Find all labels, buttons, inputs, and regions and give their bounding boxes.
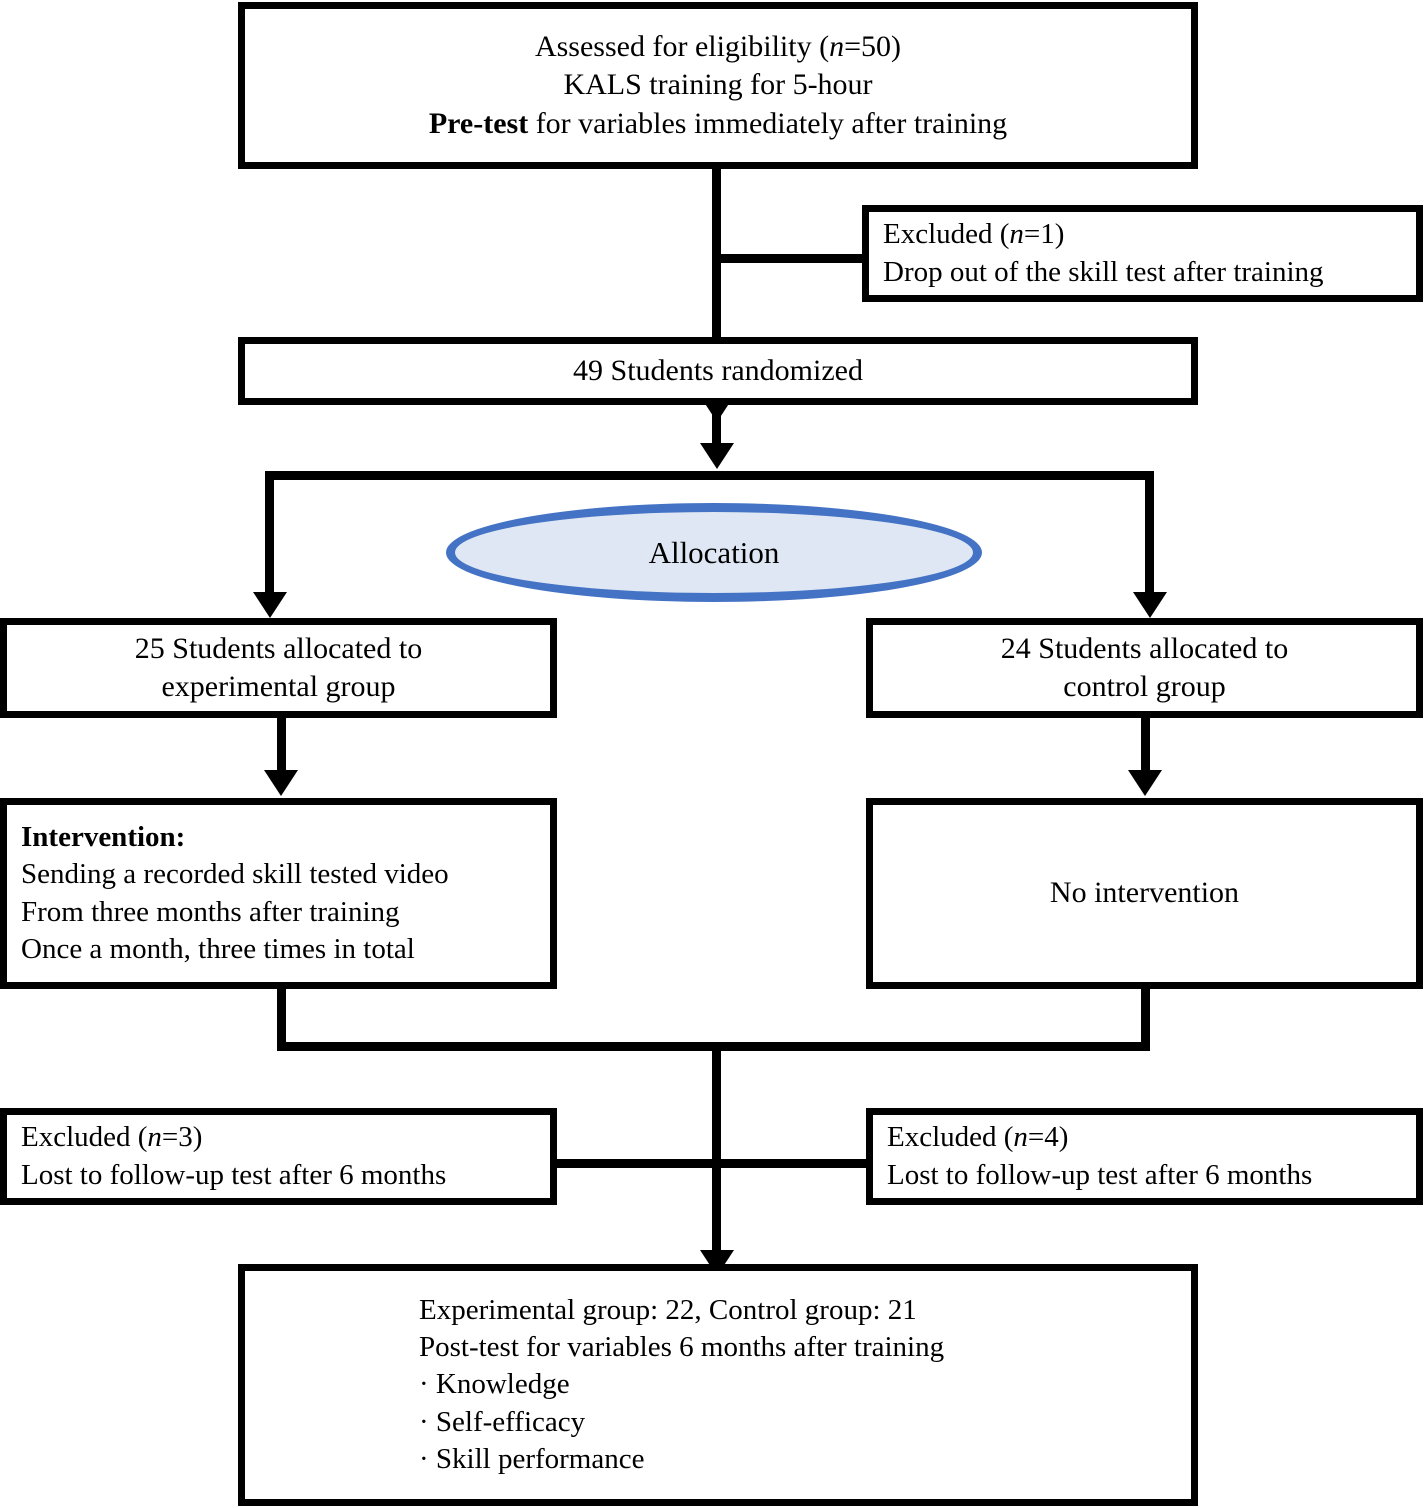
- connector-intervention-down: [277, 989, 286, 1047]
- excluded-top-line-2: Drop out of the skill test after trainin…: [883, 255, 1324, 288]
- randomized-label: 49 Students randomized: [573, 353, 863, 387]
- connector-allocation-left-drop: [265, 471, 274, 599]
- arrowhead-into-intervention: [264, 770, 298, 796]
- node-intervention: Intervention: Sending a recorded skill t…: [0, 798, 557, 989]
- node-control-allocation: 24 Students allocated to control group: [866, 618, 1423, 718]
- excluded-right-suffix: =4): [1027, 1121, 1069, 1154]
- connector-no-intervention-down: [1141, 989, 1150, 1047]
- eligibility-pretest-bold: Pre-test: [428, 106, 529, 140]
- excluded-top-suffix: =1): [1023, 218, 1065, 251]
- allocation-label: Allocation: [648, 534, 780, 570]
- connector-randomized-down: [712, 405, 721, 453]
- node-experimental-allocation: 25 Students allocated to experimental gr…: [0, 618, 557, 718]
- node-no-intervention: No intervention: [866, 798, 1423, 989]
- eligibility-line-1-suffix: =50): [844, 29, 902, 63]
- excluded-left-line-2: Lost to follow-up test after 6 months: [21, 1158, 447, 1191]
- experimental-alloc-line-2: experimental group: [161, 670, 396, 703]
- node-excluded-left: Excluded (n=3) Lost to follow-up test af…: [0, 1108, 557, 1205]
- eligibility-line-1-prefix: Assessed for eligibility (: [534, 29, 830, 63]
- analysis-line-1: Experimental group: 22, Control group: 2…: [419, 1294, 917, 1327]
- control-alloc-line-2: control group: [1063, 670, 1226, 703]
- excluded-top-italic-n: n: [1009, 218, 1024, 251]
- excluded-right-line-2: Lost to follow-up test after 6 months: [887, 1158, 1313, 1191]
- connector-eligibility-to-randomized: [712, 169, 721, 399]
- eligibility-line-3: Pre-test for variables immediately after…: [245, 105, 1191, 143]
- eligibility-line-1: Assessed for eligibility (n=50): [245, 28, 1191, 66]
- arrowhead-allocation-split: [700, 443, 734, 469]
- node-assessed-for-eligibility: Assessed for eligibility (n=50) KALS tra…: [238, 2, 1198, 169]
- node-students-randomized: 49 Students randomized: [238, 337, 1198, 405]
- connector-allocation-split-bar: [265, 471, 1154, 480]
- excluded-left-suffix: =3): [161, 1121, 203, 1154]
- analysis-bullet-self-efficacy: · Self-efficacy: [419, 1405, 586, 1438]
- node-excluded-top: Excluded (n=1) Drop out of the skill tes…: [862, 205, 1423, 302]
- arrowhead-into-no-intervention: [1128, 770, 1162, 796]
- arrowhead-into-experimental-alloc: [253, 592, 287, 618]
- allocation-ellipse: Allocation: [446, 503, 982, 602]
- eligibility-line-3-rest: for variables immediately after training: [528, 106, 1008, 140]
- control-alloc-line-1: 24 Students allocated to: [1000, 631, 1289, 665]
- node-excluded-right: Excluded (n=4) Lost to follow-up test af…: [866, 1108, 1423, 1205]
- analysis-line-2: Post-test for variables 6 months after t…: [419, 1331, 945, 1364]
- eligibility-line-2: KALS training for 5-hour: [563, 68, 873, 102]
- analysis-bullet-skill-performance: · Skill performance: [419, 1442, 645, 1475]
- excluded-top-prefix: Excluded (: [883, 218, 1010, 251]
- excluded-right-line-1: Excluded (n=4): [887, 1119, 1406, 1156]
- eligibility-line-1-italic-n: n: [829, 29, 845, 63]
- excluded-right-prefix: Excluded (: [887, 1121, 1014, 1154]
- intervention-line-1: Sending a recorded skill tested video: [21, 858, 449, 891]
- excluded-left-prefix: Excluded (: [21, 1121, 148, 1154]
- intervention-line-3: Once a month, three times in total: [21, 932, 415, 965]
- excluded-left-italic-n: n: [147, 1121, 162, 1154]
- connector-eligibility-to-excluded: [712, 254, 870, 263]
- intervention-line-2: From three months after training: [21, 895, 400, 928]
- arrowhead-into-control-alloc: [1133, 592, 1167, 618]
- excluded-right-italic-n: n: [1013, 1121, 1028, 1154]
- node-analysis: Experimental group: 22, Control group: 2…: [238, 1264, 1198, 1506]
- connector-excluded-pair-bar: [557, 1159, 869, 1168]
- analysis-bullet-knowledge: · Knowledge: [419, 1368, 570, 1401]
- excluded-left-line-1: Excluded (n=3): [21, 1119, 540, 1156]
- connector-control-alloc-to-no-intervention: [1141, 718, 1150, 776]
- connector-allocation-right-drop: [1145, 471, 1154, 599]
- connector-experimental-alloc-to-intervention: [277, 718, 286, 776]
- experimental-alloc-line-1: 25 Students allocated to: [134, 631, 423, 665]
- intervention-heading: Intervention:: [21, 821, 186, 854]
- no-intervention-label: No intervention: [1049, 876, 1240, 910]
- excluded-top-line-1: Excluded (n=1): [883, 216, 1406, 253]
